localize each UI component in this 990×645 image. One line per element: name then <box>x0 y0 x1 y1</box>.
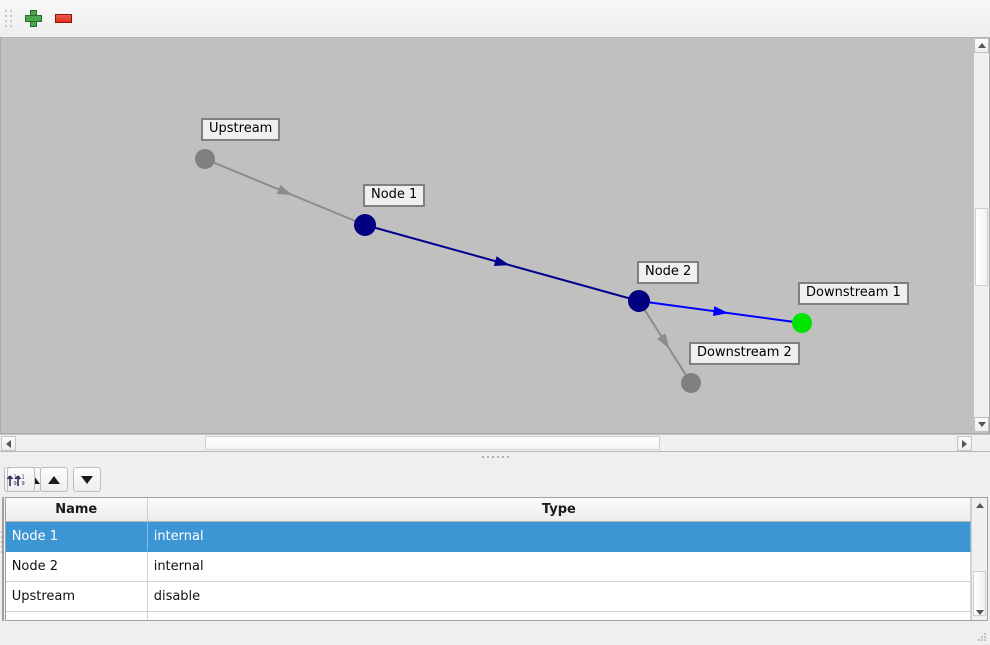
plus-icon <box>24 10 42 27</box>
node-name-cell[interactable]: Node 1 <box>5 521 148 552</box>
nodes-toolbar: 1 9 <box>3 462 990 497</box>
node-name-cell[interactable]: Node 2 <box>5 551 148 582</box>
window-resize-grip[interactable] <box>978 633 988 643</box>
node-name-cell[interactable]: Upstream <box>5 581 148 612</box>
nodes-table-scrollbar[interactable] <box>971 498 988 620</box>
graph-edges-svg <box>195 149 812 393</box>
nodes-scroll-up-button[interactable] <box>972 498 987 513</box>
svg-text:1: 1 <box>14 474 17 480</box>
horizontal-scroll-thumb[interactable] <box>205 436 660 450</box>
node-type-cell[interactable]: internal <box>147 521 972 552</box>
splitter-grip-dots <box>481 456 509 458</box>
toolbar-drag-grip[interactable] <box>4 8 13 30</box>
graph-edge-arrow-node2-downstream2 <box>657 333 670 349</box>
nodes-move-down-button[interactable] <box>72 467 101 492</box>
graph-node-upstream[interactable] <box>195 149 215 169</box>
remove-button[interactable] <box>48 4 78 34</box>
horizontal-splitter[interactable] <box>0 451 990 462</box>
scroll-down-button[interactable] <box>974 417 989 432</box>
node-type-cell[interactable]: internal <box>147 551 972 582</box>
canvas-vertical-scrollbar[interactable] <box>973 38 989 432</box>
graph-node-downstream2[interactable] <box>681 373 701 393</box>
status-bar <box>0 621 990 645</box>
vertical-splitter[interactable] <box>0 462 3 621</box>
nodes-scroll-down-button[interactable] <box>972 605 987 620</box>
graph-node-node2[interactable] <box>628 290 650 312</box>
nodes-sort-button[interactable]: 1 9 <box>6 467 35 492</box>
chevron-left-icon <box>6 439 11 448</box>
vertical-scroll-thumb[interactable] <box>975 208 988 286</box>
nodes-table-header-row: Name Type <box>5 498 972 522</box>
svg-text:9: 9 <box>21 481 24 487</box>
node-name-cell[interactable]: Downstream 1 <box>5 611 148 620</box>
chevron-down-icon <box>975 610 984 615</box>
svg-text:9: 9 <box>14 481 17 487</box>
graph-node-node1[interactable] <box>354 214 376 236</box>
splitter-grip-dots-vertical <box>0 530 3 553</box>
graph-node-label-upstream[interactable]: Upstream <box>201 118 281 141</box>
nodes-column-type[interactable]: Type <box>147 498 972 522</box>
sort-icon: 1 9 <box>14 474 24 487</box>
nodes-move-up-button[interactable] <box>39 467 68 492</box>
graph-node-label-node1[interactable]: Node 1 <box>363 184 426 207</box>
bottom-panes: 1 9 Name Source node <box>0 462 990 621</box>
node-type-cell[interactable]: disable <box>147 581 972 612</box>
scroll-right-button[interactable] <box>957 436 972 451</box>
svg-text:1: 1 <box>21 474 24 480</box>
main-toolbar <box>0 0 990 38</box>
triangle-down-icon <box>80 475 93 484</box>
minus-icon <box>54 14 72 23</box>
graph-edge-arrow-node2-downstream1 <box>712 306 729 317</box>
chevron-down-icon <box>977 422 986 427</box>
scroll-up-button[interactable] <box>974 38 989 53</box>
table-row[interactable]: Downstream 1downstream <box>5 611 972 620</box>
nodes-column-name[interactable]: Name <box>5 498 148 522</box>
chevron-up-icon <box>977 43 986 48</box>
graph-node-label-downstream1[interactable]: Downstream 1 <box>798 282 909 305</box>
graph-edge-arrow-upstream-node1 <box>276 184 293 196</box>
scroll-left-button[interactable] <box>1 436 16 451</box>
graph-node-downstream1[interactable] <box>792 313 812 333</box>
graph-edge-arrow-node1-node2 <box>493 256 510 266</box>
graph-node-label-node2[interactable]: Node 2 <box>637 261 700 284</box>
nodes-scroll-thumb[interactable] <box>973 571 987 616</box>
triangle-up-icon <box>47 475 60 484</box>
chevron-right-icon <box>962 439 967 448</box>
canvas-horizontal-scrollbar[interactable] <box>0 434 990 451</box>
node-type-cell[interactable]: downstream <box>147 611 972 620</box>
nodes-pane: 1 9 Name Type <box>3 462 990 621</box>
graph-node-label-downstream2[interactable]: Downstream 2 <box>689 342 800 365</box>
sort-icon: 1 9 <box>6 474 17 487</box>
add-button[interactable] <box>18 4 48 34</box>
edges-table-container[interactable]: Name Source node Destination node Node 1… <box>2 497 4 621</box>
chevron-up-icon <box>975 503 984 508</box>
